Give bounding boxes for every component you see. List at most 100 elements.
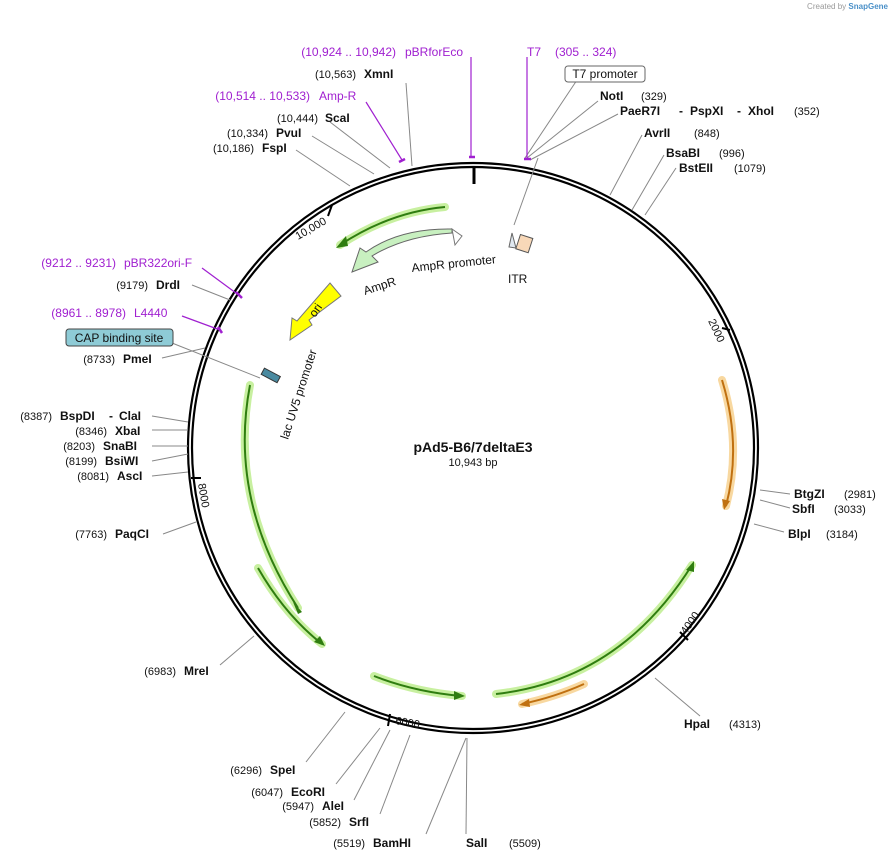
enzyme-pmei-pos: (8733)	[83, 354, 115, 366]
leader-srfi	[379, 734, 411, 815]
enzyme-pvui-pos: (10,334)	[227, 128, 268, 140]
enzyme-ecori-pos: (6047)	[251, 787, 283, 799]
leader-clai	[151, 415, 189, 423]
feature-arc-bottom	[373, 675, 463, 697]
leader-paqci	[162, 521, 197, 535]
primer-pbr322ori-f-name: pBR322ori-F	[124, 256, 192, 270]
enzyme-btgzi-pos: (2981)	[844, 489, 876, 501]
enzyme-scai-pos: (10,444)	[277, 113, 318, 125]
enzyme-spei-pos: (6296)	[230, 765, 262, 777]
enzyme-hpai-name: HpaI	[684, 717, 710, 731]
primer-line-pbr322ori-f	[201, 267, 241, 297]
feature-arc-bottom-glow	[370, 672, 466, 700]
leader-itr	[513, 157, 539, 226]
enzyme-pvui-name: PvuI	[276, 126, 301, 140]
enzyme-fspi-name: FspI	[262, 141, 287, 155]
enzyme-noti-pos: (329)	[641, 91, 667, 103]
enzyme-xhoi-pos: (352)	[794, 106, 820, 118]
leader-mrei	[219, 635, 255, 666]
feature-arc-bottom-arrowhead	[454, 691, 465, 700]
feature-arc-lowerright	[495, 564, 693, 695]
center-label: pAd5-B6/7deltaE3 10,943 bp	[413, 439, 532, 469]
primer-pbrforeco-range: (10,924 .. 10,942)	[301, 45, 396, 59]
primer-t7-range: (305 .. 324)	[555, 45, 616, 59]
ori-arrow	[289, 282, 342, 342]
backbone	[186, 161, 760, 735]
feature-arc-left-arrowhead	[293, 602, 302, 614]
tick-mark-6000	[387, 713, 391, 727]
enzyme-noti-name: NotI	[600, 89, 623, 103]
enzyme-bsiwi-name: BsiWI	[105, 454, 138, 468]
plasmid-length: 10,943 bp	[449, 457, 498, 469]
enzyme-snabi-pos: (8203)	[63, 441, 95, 453]
enzyme-xbai-pos: (8346)	[75, 426, 107, 438]
itr-label: ITR	[508, 272, 528, 286]
enzyme-clai-sep: -	[109, 409, 113, 423]
enzyme-bsabi-name: BsaBI	[666, 146, 700, 160]
leader-bsabi	[631, 154, 665, 211]
enzyme-sali-name: SalI	[466, 836, 487, 850]
leader-asci	[151, 471, 189, 477]
callout-boxes: T7 promoter CAP binding site	[65, 65, 646, 347]
ampr-arrow	[351, 228, 453, 273]
enzyme-bspdi-name: BspDI	[60, 409, 95, 423]
enzyme-drdi-pos: (9179)	[116, 280, 148, 292]
leader-fspi	[295, 149, 351, 187]
enzyme-alei-name: AleI	[322, 799, 344, 813]
leader-btgzi	[759, 489, 791, 495]
enzyme-hpai-pos: (4313)	[729, 719, 761, 731]
enzyme-xmni-name: XmnI	[364, 67, 393, 81]
leader-t7-promoter	[524, 79, 578, 159]
enzyme-bamhi-name: BamHI	[373, 836, 411, 850]
feature-arc-lowerright-glow	[492, 561, 696, 698]
enzyme-drdi-name: DrdI	[156, 278, 180, 292]
enzyme-fspi-pos: (10,186)	[213, 143, 254, 155]
leader-bamhi	[425, 737, 467, 835]
plasmid-name: pAd5-B6/7deltaE3	[413, 439, 532, 455]
feature-arc-lowerleft	[257, 567, 323, 645]
itr-small-marker	[508, 232, 517, 249]
enzyme-bspdi-pos: (8387)	[20, 411, 52, 423]
primer-labels: (10,924 .. 10,942) pBRforEco T7 (305 .. …	[41, 45, 616, 320]
leader-bsteii	[644, 167, 677, 216]
enzyme-asci-pos: (8081)	[77, 471, 109, 483]
enzyme-scai-name: ScaI	[325, 111, 350, 125]
cap-binding-site-label: CAP binding site	[75, 331, 164, 345]
enzyme-asci-name: AscI	[117, 469, 142, 483]
snapgene-logo: SnapGene	[848, 2, 888, 11]
leader-blpi	[753, 523, 785, 533]
enzyme-pmei-name: PmeI	[123, 352, 152, 366]
leader-lines	[151, 79, 791, 835]
leader-pmei	[161, 347, 206, 359]
t7-promoter-box	[564, 65, 646, 83]
feature-arc-lowerright-arrowhead	[686, 561, 694, 572]
primer-line-l4440	[181, 315, 221, 331]
enzyme-spei-name: SpeI	[270, 763, 295, 777]
leader-spei	[305, 711, 346, 763]
tick-mark-4000	[679, 631, 689, 641]
backbone-inner-ring	[190, 165, 756, 731]
primer-mark-amp-r	[398, 157, 406, 164]
enzyme-btgzi-name: BtgZI	[794, 487, 825, 501]
enzyme-snabi-name: SnaBI	[103, 439, 137, 453]
tick-mark-10000	[327, 204, 333, 217]
enzyme-avrii-name: AvrII	[644, 126, 670, 140]
enzyme-sbfi-name: SbfI	[792, 502, 815, 516]
leader-pvui	[311, 135, 375, 175]
primer-t7-name: T7	[527, 45, 541, 59]
feature-arc-lowerleft-arrowhead	[314, 636, 325, 646]
leader-avrii	[609, 134, 643, 196]
leader-alei	[353, 729, 391, 801]
primer-l4440-range: (8961 .. 8978)	[51, 306, 126, 320]
enzyme-alei-pos: (5947)	[282, 801, 314, 813]
enzyme-paer7i-name: PaeR7I	[620, 104, 660, 118]
enzyme-sali-pos: (5509)	[509, 838, 541, 850]
enzyme-bsteii-pos: (1079)	[734, 163, 766, 175]
ampr-promoter-label: AmpR promoter	[411, 252, 497, 275]
primer-pbrforeco-name: pBRforEco	[405, 45, 463, 59]
ampr-label: AmpR	[362, 274, 398, 298]
credit-prefix: Created by	[807, 2, 847, 11]
orange-arc-bottom-arrowhead	[519, 699, 530, 707]
leader-noti	[526, 100, 599, 159]
